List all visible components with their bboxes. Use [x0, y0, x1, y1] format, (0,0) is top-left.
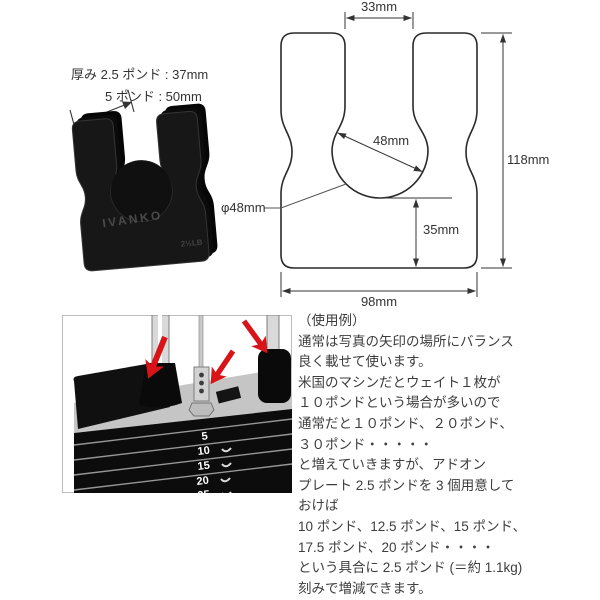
selector-nut — [188, 402, 215, 417]
plate-center-hole — [110, 160, 173, 222]
dim-label-phi: φ48mm — [221, 200, 266, 215]
plate-number: 10 — [197, 445, 211, 458]
dim-label-drop: 35mm — [423, 222, 459, 237]
plate-number: 15 — [197, 460, 211, 473]
dim-label-diameter: 48mm — [373, 133, 409, 148]
usage-line: １０ポンドという場合が多いので — [298, 395, 501, 411]
usage-line: 米国のマシンだとウェイト１枚が — [298, 374, 501, 390]
usage-photo: 5 10 15 20 25 — [62, 315, 292, 493]
dim-top-gap — [344, 12, 414, 29]
dim-label-height: 118mm — [507, 152, 549, 167]
balance-arrows — [145, 319, 268, 385]
dim-drop — [379, 197, 452, 268]
selector-rod — [198, 315, 204, 370]
usage-line: 良く載せて使います。 — [298, 354, 432, 370]
usage-line: という具合に 2.5 ポンド (＝約 1.1kg) — [298, 560, 523, 576]
deck-block — [215, 386, 242, 404]
usage-line: プレート 2.5 ポンドを 3 個用意して — [298, 477, 515, 493]
dim-height — [481, 32, 512, 269]
plate-separators — [73, 418, 292, 491]
dim-label-width: 98mm — [361, 294, 397, 309]
dim-diameter-arrow — [337, 132, 423, 172]
usage-line: ３０ポンド・・・・・ — [298, 436, 433, 452]
usage-line: 17.5 ポンド、20 ポンド・・・・ — [298, 539, 495, 555]
plate-number: 20 — [196, 475, 210, 488]
usage-line: おけば — [298, 498, 339, 514]
rubber-bumper-right — [258, 349, 291, 403]
thickness-line-2-5lb: 厚み 2.5 ポンド : 37mm — [71, 67, 209, 82]
plate-stack — [74, 409, 292, 493]
rubber-plate: IVANKO 2½LB — [71, 103, 218, 272]
usage-line: （使用例） — [298, 313, 366, 328]
usage-line: 通常だと１０ポンド、２０ポンド、 — [298, 415, 513, 431]
weight-mark-embossing: 2½LB — [180, 238, 203, 249]
pin-hole — [199, 388, 204, 394]
dim-label-top-gap: 33mm — [361, 0, 397, 14]
rubber-bumper-left — [139, 363, 182, 408]
usage-line: 10 ポンド、12.5 ポンド、15 ポンド、 — [298, 518, 526, 534]
dim-width — [280, 272, 478, 297]
red-arrow-right — [241, 319, 268, 354]
usage-text-block: （使用例） 通常は写真の矢印の場所にバランス 良く載せて使います。 米国のマシン… — [298, 311, 590, 599]
phi-leader-line — [264, 183, 347, 209]
usage-line: と増えていきますが、アドオン — [298, 457, 487, 473]
usage-line: 通常は写真の矢印の場所にバランス — [298, 333, 514, 349]
pin-hole — [199, 372, 204, 378]
pin-hole — [199, 380, 204, 386]
plate-outline — [280, 32, 478, 269]
plate-number: 5 — [201, 430, 209, 443]
red-arrow-center — [210, 349, 236, 385]
usage-line: 刻みで増減できます。 — [298, 580, 432, 596]
plate-number: 25 — [197, 489, 211, 493]
plate-number-labels: 5 10 15 20 25 — [196, 430, 211, 493]
selector-hole-marks — [220, 447, 232, 493]
dimension-diagram: 33mm 48mm φ48mm 118mm 35mm 98mm — [221, 0, 549, 309]
plate-front-face — [71, 110, 210, 272]
product-photo: IVANKO 2½LB — [69, 89, 218, 272]
red-arrow-left — [145, 335, 168, 379]
